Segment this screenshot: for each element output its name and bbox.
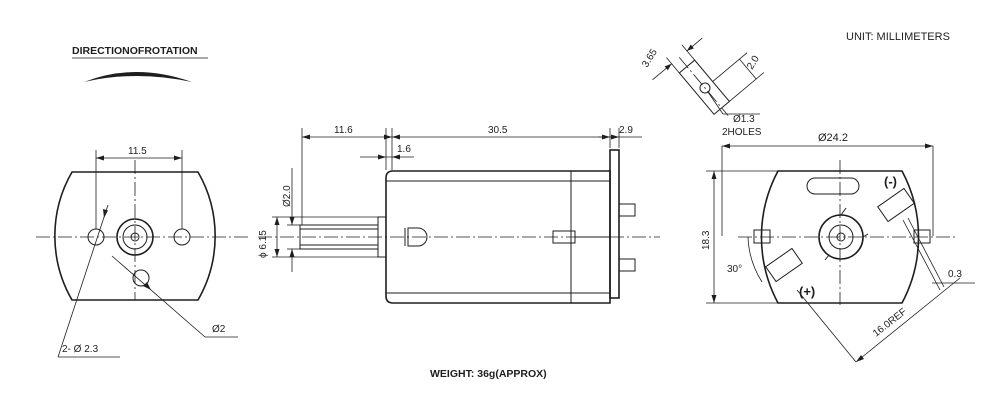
rear-hub-inner	[828, 224, 854, 250]
dim-flange: 11.6	[334, 125, 353, 136]
side-terminal-bottom	[618, 258, 636, 272]
dim-detail-hole: Ø1.3	[733, 114, 755, 125]
front-vent-hole	[132, 269, 150, 287]
side-motor-body	[385, 170, 611, 304]
side-end-cap	[609, 149, 620, 299]
rotation-title: DIRECTIONOFROTATION	[72, 45, 198, 57]
dim-rear-diameter: Ø24.2	[818, 132, 848, 144]
front-boss-inner	[122, 224, 148, 250]
rear-outline	[760, 170, 920, 304]
dim-terminal: 2.9	[619, 125, 633, 136]
rear-tab-left	[753, 229, 771, 244]
rear-terminal-pos	[765, 247, 803, 283]
side-terminal-top	[618, 203, 636, 217]
front-shaft	[130, 232, 140, 242]
dim-shaft: Ø2.0	[282, 185, 293, 207]
rear-shaft	[836, 232, 846, 242]
dim-vent: Ø2	[212, 324, 226, 335]
unit-label: UNIT: MILLIMETERS	[846, 31, 950, 43]
dim-body: 30.5	[488, 125, 508, 136]
rear-tab-right	[913, 229, 931, 244]
rear-view: (-) (+) Ø24.2 18.3 30° 16.0REF 0.3	[701, 132, 975, 363]
rear-slot	[806, 177, 860, 195]
rear-terminal-neg	[877, 187, 915, 223]
rear-neg-label: (-)	[884, 174, 897, 189]
front-view: 11.5 2- Ø 2.3 Ø2	[36, 146, 250, 358]
weight-label: WEIGHT: 36g(APPROX)	[430, 368, 547, 380]
detail-hole-count: 2HOLES	[722, 127, 762, 138]
dim-rear-height: 18.3	[701, 230, 712, 250]
dim-boss: ϕ 6.15	[258, 230, 269, 258]
side-view: 11.6 30.5 2.9 1.6 Ø2.0 ϕ 6.15	[258, 125, 660, 304]
dim-holes: 2- Ø 2.3	[62, 344, 99, 355]
dim-detail-a: 3.65	[640, 47, 660, 70]
front-outline	[54, 171, 216, 301]
rotation-arrow-icon	[84, 72, 192, 82]
dim-rear-gap: 0.3	[948, 269, 962, 280]
terminal-detail	[652, 37, 765, 116]
dim-rear-angle: 30°	[727, 264, 742, 275]
side-bearing	[407, 227, 428, 247]
dim-step: 1.6	[397, 144, 411, 155]
front-boss-outer	[116, 218, 154, 256]
detail-terminal	[678, 59, 731, 116]
rear-pos-label: (+)	[799, 284, 815, 299]
dim-hole-spacing: 11.5	[128, 146, 147, 157]
